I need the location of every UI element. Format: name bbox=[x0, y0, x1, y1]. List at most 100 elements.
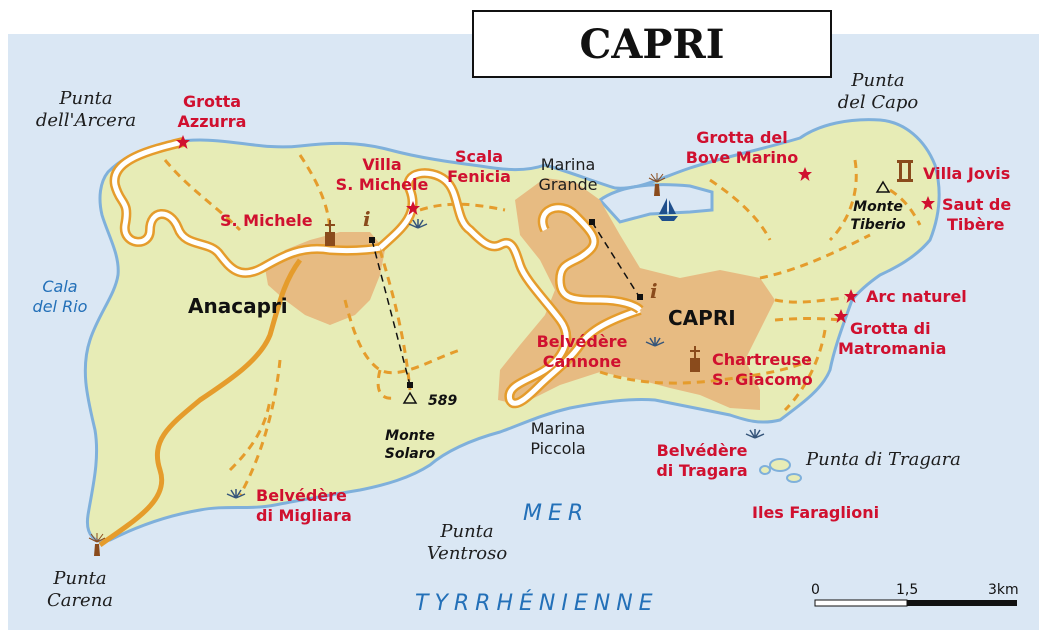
label-saut-tibere: Tibère bbox=[947, 215, 1005, 234]
viewpoint-icon bbox=[745, 429, 765, 439]
villa-ruin-icon bbox=[897, 160, 913, 182]
label-scala-fenicia: Fenicia bbox=[447, 167, 511, 186]
label-scala-fenicia: Scala bbox=[455, 147, 503, 166]
label-anacapri: Anacapri bbox=[188, 294, 288, 318]
label-arc-naturel: Arc naturel bbox=[866, 287, 967, 306]
label-belvedere-tragara: Belvédère bbox=[657, 441, 748, 460]
lighthouse-icon bbox=[648, 173, 666, 196]
island-land bbox=[83, 118, 941, 543]
label-grotta-matromania: Grotta di bbox=[850, 319, 931, 338]
label-villa-michele: Villa bbox=[362, 155, 401, 174]
label-punta-capo: Punta bbox=[850, 70, 904, 91]
label-belvedere-cannone: Belvédère bbox=[537, 332, 628, 351]
funicular-station bbox=[589, 219, 595, 225]
label-cala-del-rio: del Rio bbox=[33, 297, 88, 316]
label-grotta-azzurra: Azzurra bbox=[178, 112, 247, 131]
label-belvedere-migliara: Belvédère bbox=[256, 486, 347, 505]
church-markers bbox=[325, 160, 913, 372]
footpath bbox=[709, 178, 772, 241]
footpath bbox=[238, 359, 282, 496]
chairlift-station bbox=[407, 382, 413, 388]
chairlift-station bbox=[369, 237, 375, 243]
scale-bar: 0 1,5 3km bbox=[811, 582, 1019, 607]
label-punta-ventroso: Ventroso bbox=[427, 543, 508, 564]
label-solaro-elevation: 589 bbox=[428, 393, 457, 409]
label-punta-capo: del Capo bbox=[838, 92, 919, 113]
star-icon bbox=[844, 289, 858, 303]
label-punta-carena: Carena bbox=[47, 590, 113, 611]
label-punta-tragara: Punta di Tragara bbox=[805, 449, 961, 470]
label-punta-arcera: Punta bbox=[58, 88, 112, 109]
label-monte-solaro: Solaro bbox=[385, 446, 436, 462]
label-monte-tiberio: Tiberio bbox=[850, 217, 906, 233]
label-villa-jovis: Villa Jovis bbox=[923, 164, 1010, 183]
label-s-michele: S. Michele bbox=[220, 211, 313, 230]
footpath bbox=[419, 202, 506, 212]
footpaths bbox=[163, 154, 922, 496]
label-chartreuse: S. Giacomo bbox=[712, 370, 813, 389]
label-marina-grande: Marina bbox=[541, 155, 596, 174]
info-icon: i bbox=[363, 207, 371, 231]
summit-icon bbox=[875, 180, 891, 193]
label-marina-piccola: Marina bbox=[531, 419, 586, 438]
footpath bbox=[298, 154, 332, 236]
label-punta-ventroso: Punta bbox=[439, 521, 493, 542]
label-tyrrhenienne: TYRRHÉNIENNE bbox=[415, 590, 659, 616]
footpath bbox=[376, 369, 396, 400]
label-punta-arcera: dell'Arcera bbox=[36, 110, 136, 131]
scale-tick-end: 3km bbox=[988, 582, 1019, 598]
label-cala-del-rio: Cala bbox=[42, 277, 77, 296]
footpath bbox=[599, 358, 811, 385]
label-capri-town: CAPRI bbox=[668, 306, 736, 330]
road-punta-carena bbox=[98, 258, 303, 548]
footpath bbox=[163, 159, 242, 232]
label-grotta-bove: Grotta del bbox=[696, 128, 787, 147]
funicular-capri bbox=[591, 221, 641, 299]
label-grotta-matromania: Matromania bbox=[838, 339, 946, 358]
chairlift-solaro bbox=[371, 239, 411, 386]
label-belvedere-cannone: Cannone bbox=[543, 352, 622, 371]
footpath bbox=[378, 249, 412, 391]
footpath bbox=[774, 296, 846, 304]
viewpoint-icon bbox=[408, 219, 428, 229]
poi-labels: Grotta Azzurra Villa S. Michele S. Miche… bbox=[178, 92, 1012, 525]
star-icon bbox=[176, 135, 190, 149]
scale-tick-0: 0 bbox=[811, 582, 820, 598]
star-icon bbox=[834, 309, 848, 323]
lighthouse-icon bbox=[88, 533, 106, 556]
scale-bar-white bbox=[814, 599, 908, 607]
roads bbox=[98, 137, 644, 548]
label-grotta-bove: Bove Marino bbox=[686, 148, 799, 167]
label-villa-michele: S. Michele bbox=[336, 175, 429, 194]
funicular-station bbox=[637, 294, 643, 300]
map-title: CAPRI bbox=[472, 10, 832, 78]
harbour-jetty bbox=[597, 183, 714, 224]
faraglioni-islet-2 bbox=[786, 473, 802, 483]
road-anacapri-capri-inner bbox=[378, 170, 641, 406]
road-grotta-azzurra-inner bbox=[112, 139, 381, 276]
footpath bbox=[783, 329, 827, 412]
sailboat-icon bbox=[658, 198, 678, 221]
church-icon bbox=[325, 220, 335, 246]
label-mer: MER bbox=[523, 501, 589, 526]
funiculars bbox=[371, 221, 641, 386]
church-icon bbox=[690, 346, 700, 372]
summit-icon bbox=[402, 391, 418, 404]
label-belvedere-migliara: di Migliara bbox=[256, 506, 352, 525]
footpath bbox=[759, 233, 871, 280]
footpath bbox=[828, 159, 858, 242]
viewpoint-icon bbox=[645, 337, 665, 347]
footpath bbox=[343, 299, 461, 375]
road-marina-grande-inner bbox=[540, 205, 642, 312]
label-grotta-azzurra: Grotta bbox=[183, 92, 241, 111]
info-icon: i bbox=[650, 279, 658, 303]
footpath bbox=[774, 317, 841, 322]
footpath bbox=[889, 188, 922, 226]
footpath bbox=[228, 399, 272, 472]
label-belvedere-tragara: di Tragara bbox=[656, 461, 747, 480]
star-icon bbox=[921, 196, 935, 210]
star-icon bbox=[406, 201, 420, 215]
faraglioni-islet-3 bbox=[759, 465, 771, 475]
